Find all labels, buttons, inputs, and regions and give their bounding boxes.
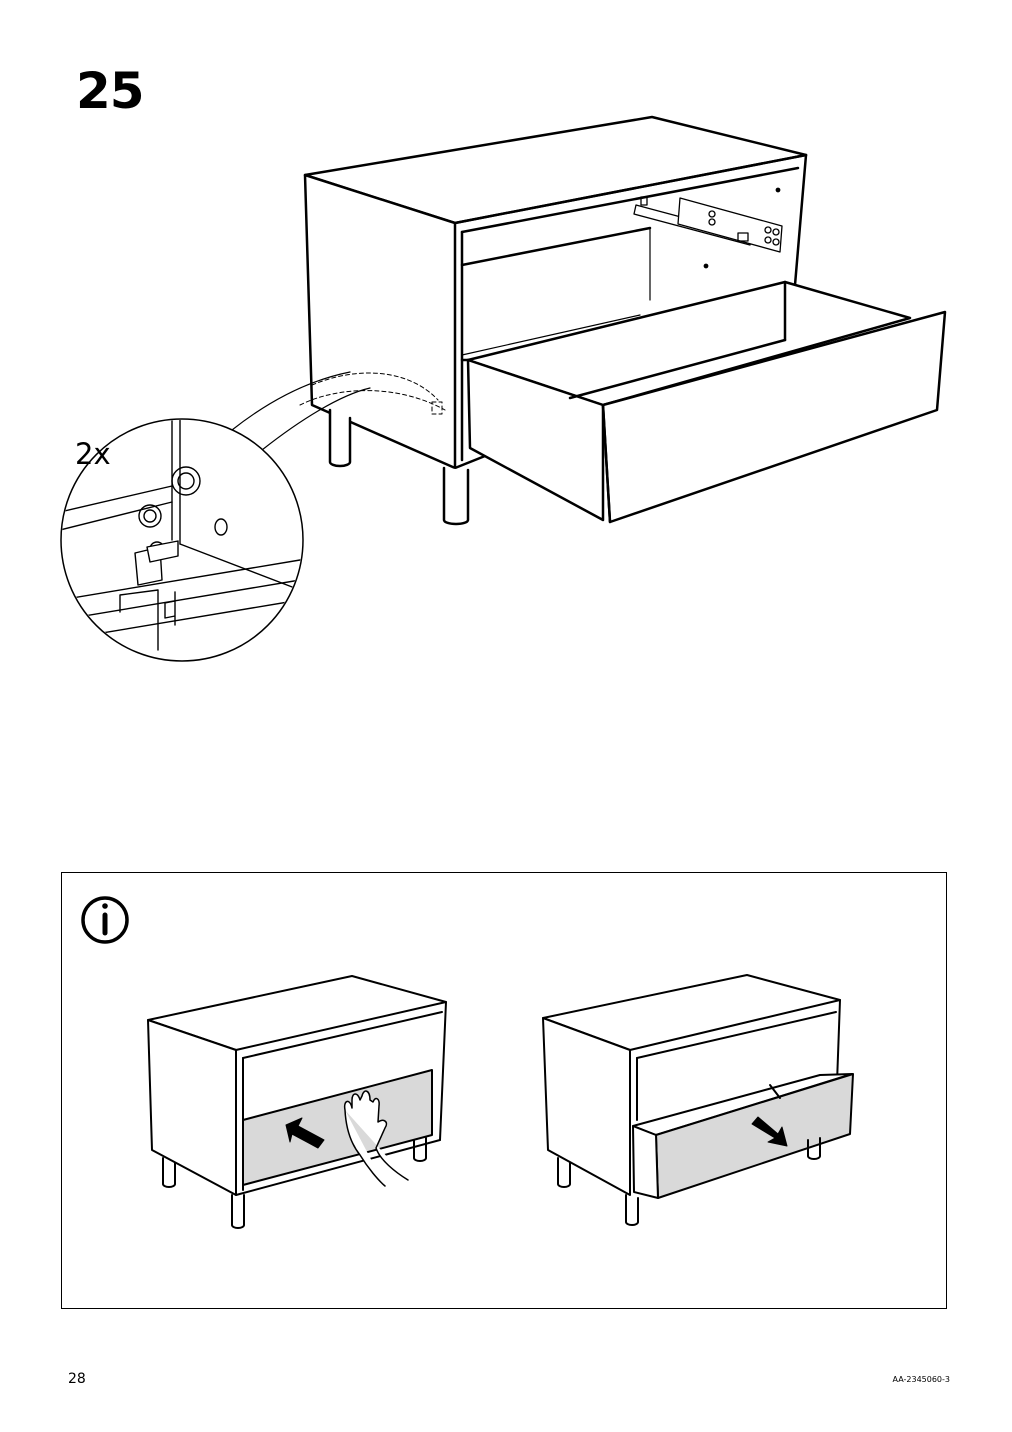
step-number: 25 (76, 62, 145, 120)
hand-icon (345, 1091, 408, 1186)
cabinet-opening (543, 975, 853, 1225)
cabinet-closing (148, 976, 446, 1228)
quantity-label: 2x (75, 437, 111, 471)
page-number: 28 (68, 1371, 86, 1387)
step-illustration (0, 0, 1012, 700)
document-code: AA-2345060-3 (892, 1375, 950, 1384)
cabinet (305, 117, 806, 468)
drawer-runner (634, 197, 782, 252)
drawer (462, 282, 945, 522)
info-icon (83, 898, 127, 942)
arrow-pull-icon (752, 1117, 787, 1146)
info-box (61, 872, 947, 1309)
detail-magnifier (60, 418, 303, 661)
legs (330, 410, 468, 524)
detail-pointer (300, 373, 445, 414)
cabinet-interior (462, 188, 780, 355)
arrow-push-icon (286, 1118, 324, 1148)
